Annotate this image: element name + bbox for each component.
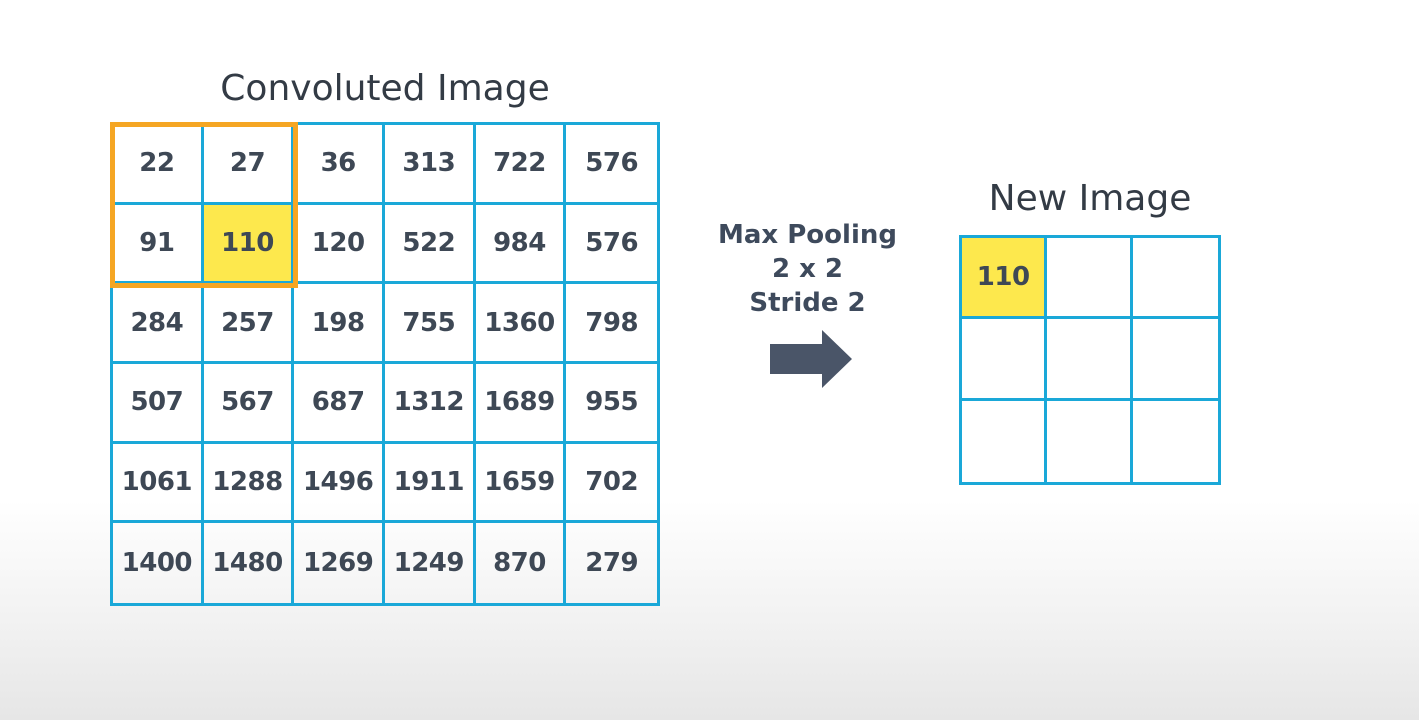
grid-cell: 755 — [384, 284, 476, 364]
grid-cell: 1288 — [203, 443, 295, 524]
grid-cell: 687 — [294, 363, 385, 444]
operation-size: 2 x 2 — [771, 254, 844, 284]
grid-cell: 91 — [113, 204, 204, 285]
grid-cell: 120 — [294, 204, 385, 285]
new-image-title: New Image — [988, 178, 1192, 219]
grid-cell: 1480 — [204, 523, 295, 603]
grid-cell: 1400 — [113, 523, 204, 603]
grid-cell: 110 — [203, 204, 295, 285]
grid-cell: 1269 — [294, 523, 385, 603]
grid-cell: 198 — [294, 284, 385, 364]
convoluted-image-title: Convoluted Image — [220, 68, 550, 109]
grid-cell — [962, 319, 1048, 401]
grid-cell: 1061 — [113, 443, 204, 524]
grid-cell: 1360 — [475, 284, 567, 364]
grid-cell: 36 — [294, 125, 385, 205]
grid-cell: 1911 — [384, 443, 476, 524]
grid-cell: 1659 — [475, 443, 567, 524]
operation-stride: Stride 2 — [749, 288, 866, 318]
grid-cell — [1047, 319, 1133, 401]
grid-cell: 576 — [566, 125, 657, 205]
grid-cell: 313 — [384, 125, 476, 205]
operation-name: Max Pooling — [718, 220, 897, 250]
grid-cell: 522 — [384, 204, 476, 285]
grid-cell: 798 — [566, 284, 657, 364]
grid-cell: 722 — [475, 125, 567, 205]
grid-cell — [1132, 238, 1218, 320]
grid-cell: 1312 — [384, 363, 476, 444]
grid-cell: 1249 — [385, 523, 476, 603]
grid-cell: 22 — [113, 125, 204, 205]
grid-cell: 27 — [203, 125, 295, 205]
grid-cell — [1133, 401, 1218, 482]
grid-cell — [1047, 400, 1133, 482]
grid-cell: 567 — [203, 363, 295, 444]
grid-cell — [962, 400, 1048, 482]
grid-cell: 279 — [585, 548, 639, 579]
grid-cell — [1047, 238, 1133, 320]
grid-cell: 576 — [566, 205, 657, 285]
grid-cell: 984 — [475, 204, 567, 285]
grid-cell: 1496 — [294, 443, 385, 524]
grid-cell: 110 — [962, 238, 1048, 320]
grid-cell: 702 — [566, 444, 657, 524]
new-image-grid: 110 — [959, 235, 1221, 485]
grid-cell: 284 — [113, 284, 204, 364]
grid-cell: 507 — [113, 363, 204, 444]
operation-label: Max Pooling 2 x 2 Stride 2 — [700, 218, 915, 320]
right-arrow-icon — [770, 330, 852, 388]
grid-cell: 257 — [203, 284, 295, 364]
grid-cell: 870 — [476, 523, 567, 603]
grid-cell — [1132, 319, 1218, 401]
grid-cell: 955 — [566, 364, 657, 444]
grid-cell: 1689 — [475, 363, 567, 444]
